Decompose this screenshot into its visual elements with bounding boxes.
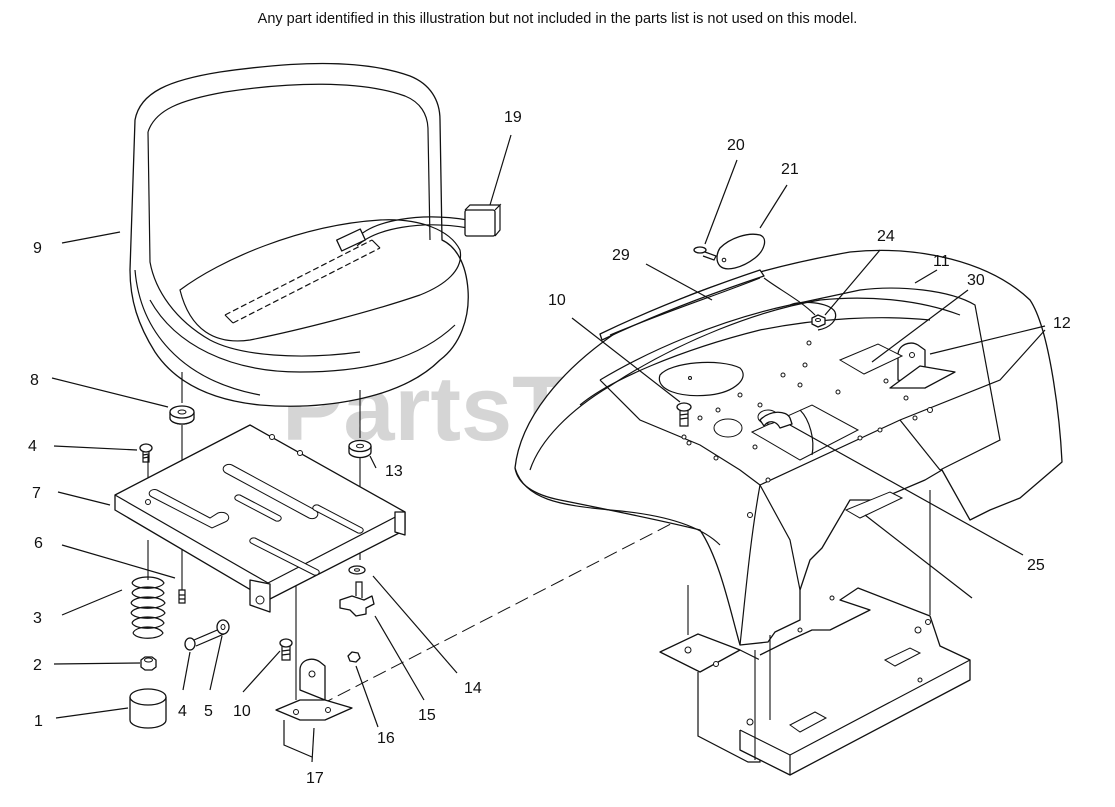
illustration-note: Any part identified in this illustration… [257, 11, 858, 27]
bumper-1 [129, 688, 167, 729]
callout-7: 7 [32, 485, 41, 502]
callout-28: 29 [612, 247, 630, 264]
bolt-10-lower [279, 638, 293, 661]
callout-19: 19 [504, 109, 522, 126]
callout-10-right: 10 [548, 292, 566, 309]
callouts: 9 8 4 7 6 3 2 1 4 5 10 13 14 15 16 17 19… [28, 109, 1071, 787]
callout-15: 15 [418, 707, 436, 724]
callout-4-lower: 4 [178, 703, 187, 720]
callout-1: 1 [34, 713, 43, 730]
spring-3 [130, 576, 166, 639]
callout-20: 20 [727, 137, 745, 154]
bolt-4-top [139, 443, 153, 463]
bolt-under-plate [178, 589, 186, 604]
callout-14: 14 [464, 680, 482, 697]
seat-plate [114, 424, 406, 613]
callout-5: 5 [204, 703, 213, 720]
plate-21 [716, 233, 816, 316]
callout-25: 25 [1027, 557, 1045, 574]
nut-16 [347, 651, 361, 663]
spacer-8 [169, 405, 195, 425]
callout-16: 16 [377, 730, 395, 747]
callout-10-lower: 10 [233, 703, 251, 720]
washer-5 [216, 619, 230, 635]
callout-11: 11 [933, 253, 950, 270]
bracket-17 [275, 658, 353, 758]
spacer-13 [348, 439, 372, 459]
callout-13: 13 [385, 463, 403, 480]
callout-21: 21 [781, 161, 799, 178]
screw-20 [693, 246, 717, 261]
callout-17: 17 [306, 770, 324, 787]
callout-29: 30 [967, 272, 985, 289]
seat-switch [336, 203, 502, 252]
seat [129, 62, 469, 407]
leader-lines [51, 134, 1046, 763]
nut-2 [140, 656, 157, 671]
knob-15 [339, 581, 375, 617]
callout-2: 2 [33, 657, 42, 674]
callout-9: 9 [33, 240, 42, 257]
callout-4-top: 4 [28, 438, 37, 455]
callout-6: 6 [34, 535, 43, 552]
washer-14 [348, 565, 366, 575]
fender [514, 249, 1063, 646]
frame [659, 490, 971, 776]
callout-24: 24 [877, 228, 895, 245]
callout-3: 3 [33, 610, 42, 627]
callout-12: 12 [1053, 315, 1071, 332]
callout-8: 8 [30, 372, 39, 389]
